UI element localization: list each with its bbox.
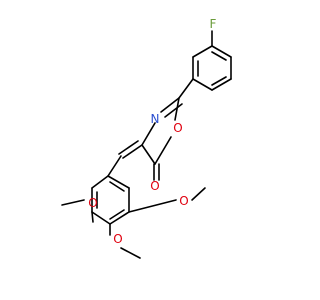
exocyclic-bond-2 <box>118 140 139 155</box>
methoxy-oxygen-2: O <box>113 232 122 246</box>
methoxy-oxygen-1: O <box>88 196 97 210</box>
meo3-bond <box>128 199 177 213</box>
meo3-methyl-bond <box>191 187 206 201</box>
meo1-bond <box>91 211 94 223</box>
vinyl-aryl-bond <box>107 155 122 177</box>
exocyclic-bond-1 <box>122 144 143 159</box>
carbonyl-oxygen-atom: O <box>150 179 159 193</box>
nitrogen-atom: N <box>151 112 160 126</box>
oxazolone-ring <box>141 78 194 165</box>
aryl-c2-bond <box>178 78 194 99</box>
molecule-canvas: F N O O O O O <box>61 17 232 259</box>
trimethoxyphenyl-ring <box>91 175 130 225</box>
ring-oxygen-atom: O <box>173 121 182 135</box>
meo1-methyl-bond <box>61 199 85 206</box>
methoxy-oxygen-3: O <box>179 194 188 208</box>
meo2-methyl-bond <box>120 247 141 259</box>
fluorine-atom: F <box>210 17 217 31</box>
molecule-structure: F N O O O O O <box>61 17 232 259</box>
fluorophenyl-ring <box>192 45 232 91</box>
